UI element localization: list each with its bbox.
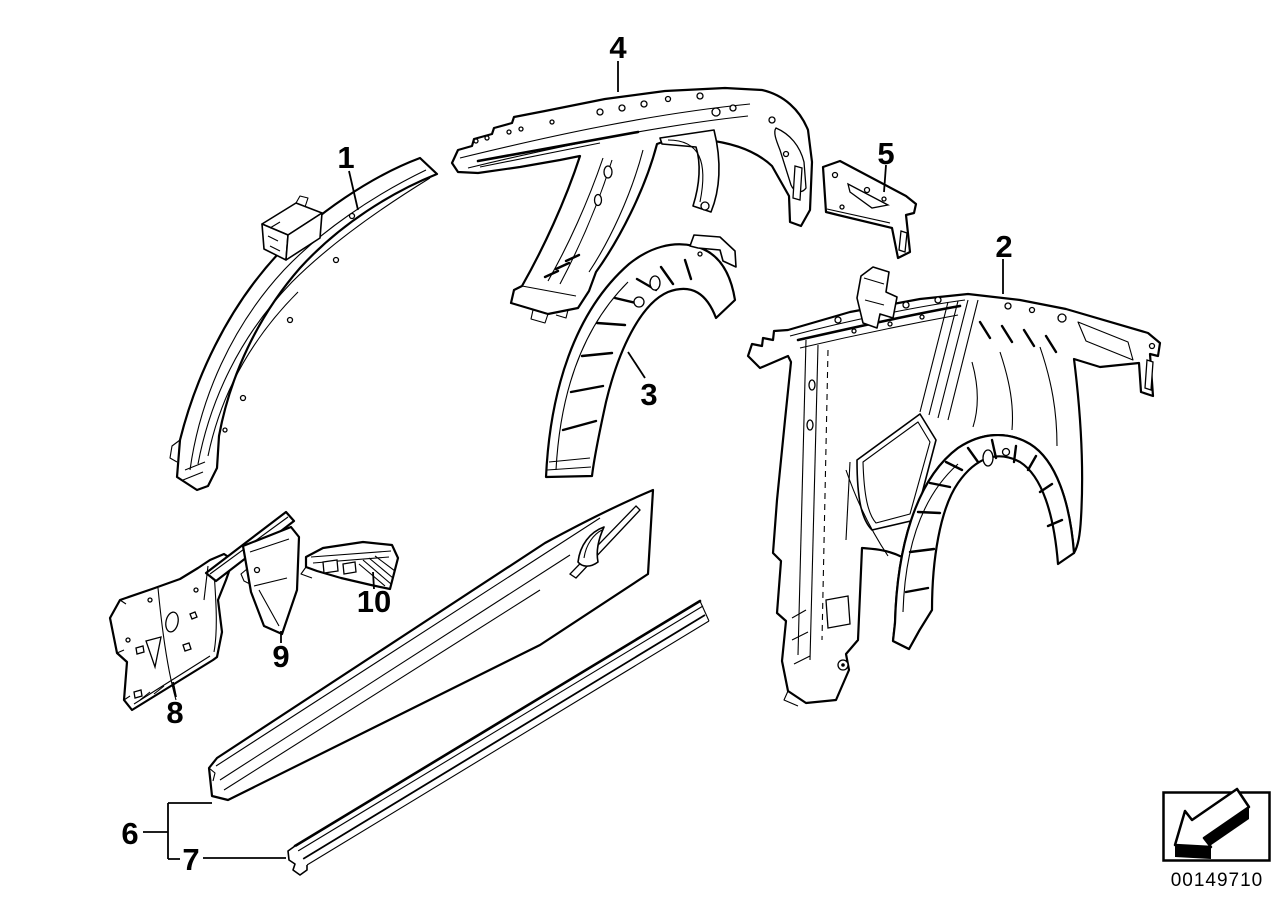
part-4-c-pillar-gusset [659,129,720,213]
leader-line-5 [883,164,887,193]
part-7-sill-rail [287,599,710,876]
callout-9[interactable]: 9 [272,639,289,674]
part-9-a-pillar-lower [204,510,301,636]
arrow-top-face [1173,787,1251,849]
callout-5[interactable]: 5 [877,136,894,171]
leader-line-1 [348,170,359,211]
diagram-number: 00149710 [1171,870,1264,891]
callout-1[interactable]: 1 [337,140,354,175]
part-1-a-pillar-outer-rail [169,156,439,492]
part-4-roof-frame-b-pillar [450,86,814,324]
callout-8[interactable]: 8 [166,695,183,730]
callout-3[interactable]: 3 [640,377,657,412]
part-2-rear-side-frame [746,266,1162,707]
callout-10[interactable]: 10 [357,584,391,619]
callout-6[interactable]: 6 [121,816,138,851]
callout-2[interactable]: 2 [995,229,1012,264]
callout-labels: 1 2 3 4 5 6 7 8 9 10 [121,30,1012,877]
part-5-bracket [821,159,918,260]
part-10-support-bracket [300,540,400,591]
part-8-front-wall-panel [108,552,235,712]
part-3-wheel-arch [544,234,737,479]
leader-lines [143,61,1004,860]
arrow-extrusion-side [1204,807,1249,850]
part-1-upper-bracket [261,195,323,261]
leader-line-8 [172,681,177,698]
callout-7[interactable]: 7 [182,842,199,877]
part-6-sill-panel [207,488,655,802]
leader-line-3 [627,351,646,379]
leader-bracket-6-7 [143,802,286,860]
part-2-top-bracket [856,266,898,329]
callout-4[interactable]: 4 [609,30,627,65]
arrow-extrusion-bottom [1175,845,1211,859]
view-direction-arrow-icon [1162,787,1271,862]
leader-line-10 [372,571,375,590]
